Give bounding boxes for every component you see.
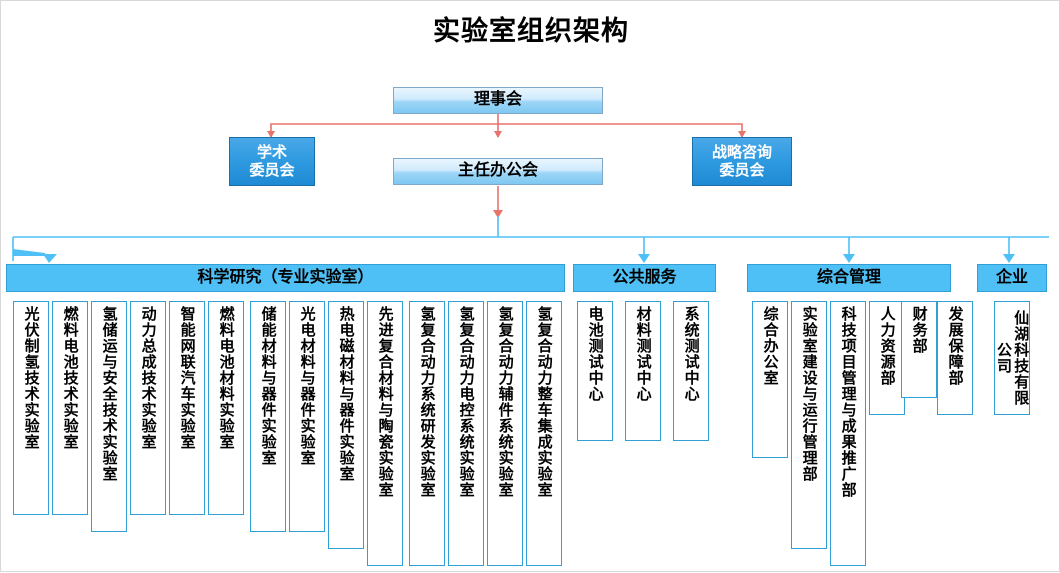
lab-item-label: 燃料电池技术实验室 — [61, 306, 79, 450]
lab-item-label: 先进复合材料与陶瓷实验室 — [376, 306, 394, 498]
public-service-item[interactable]: 电池测试中心 — [577, 301, 613, 441]
enterprise-item-label: 仙湖科技有限公司 — [995, 310, 1030, 406]
lab-item[interactable]: 光伏制氢技术实验室 — [13, 301, 49, 515]
section-header-enterprise-label: 企业 — [995, 268, 1028, 286]
lab-item-label: 燃料电池材料实验室 — [217, 306, 235, 450]
lab-item[interactable]: 氢复合动力整车集成实验室 — [526, 301, 562, 566]
management-item-label: 发展保障部 — [946, 306, 964, 386]
page-title: 实验室组织架构 — [433, 16, 629, 46]
lab-item[interactable]: 先进复合材料与陶瓷实验室 — [367, 301, 403, 566]
lab-item[interactable]: 燃料电池技术实验室 — [52, 301, 88, 515]
management-item[interactable]: 发展保障部 — [937, 301, 973, 415]
management-item[interactable]: 综合办公室 — [752, 301, 788, 458]
lab-item[interactable]: 动力总成技术实验室 — [130, 301, 166, 515]
lab-item[interactable]: 热电磁材料与器件实验室 — [328, 301, 364, 549]
academic-committee-box[interactable]: 学术 委员会 — [229, 137, 315, 186]
management-item[interactable]: 实验室建设与运行管理部 — [791, 301, 827, 549]
management-item[interactable]: 财务部 — [901, 301, 937, 398]
management-item-label: 财务部 — [910, 306, 928, 354]
lab-item[interactable]: 储能材料与器件实验室 — [250, 301, 286, 532]
lab-item-label: 氢复合动力系统研发实验室 — [418, 306, 436, 498]
section-header-management-label: 综合管理 — [816, 268, 881, 286]
board-box[interactable]: 理事会 — [393, 87, 603, 114]
academic-committee-label-line1: 学术 — [256, 144, 287, 162]
director-office-label: 主任办公会 — [457, 162, 538, 180]
section-header-public-service-label: 公共服务 — [612, 268, 677, 286]
lab-item-label: 光伏制氢技术实验室 — [22, 306, 40, 450]
lab-item[interactable]: 氢复合动力辅件系统实验室 — [487, 301, 523, 566]
strategy-committee-label-line2: 委员会 — [719, 161, 765, 179]
lab-item-label: 氢复合动力电控系统实验室 — [457, 306, 475, 498]
director-office-box[interactable]: 主任办公会 — [393, 158, 603, 185]
section-header-management[interactable]: 综合管理 — [747, 264, 951, 292]
lab-item[interactable]: 光电材料与器件实验室 — [289, 301, 325, 532]
public-service-item[interactable]: 材料测试中心 — [625, 301, 661, 441]
strategy-committee-box[interactable]: 战略咨询 委员会 — [692, 137, 792, 186]
section-header-enterprise[interactable]: 企业 — [977, 264, 1047, 292]
management-item-label: 实验室建设与运行管理部 — [800, 306, 818, 482]
management-item[interactable]: 科技项目管理与成果推广部 — [830, 301, 866, 566]
management-item-label: 综合办公室 — [761, 306, 779, 386]
management-item-label: 科技项目管理与成果推广部 — [839, 306, 857, 498]
lab-item-label: 动力总成技术实验室 — [139, 306, 157, 450]
management-item[interactable]: 人力资源部 — [869, 301, 905, 415]
lab-item[interactable]: 氢复合动力电控系统实验室 — [448, 301, 484, 566]
strategy-committee-label-line1: 战略咨询 — [711, 144, 772, 162]
public-service-item-label: 材料测试中心 — [634, 306, 652, 402]
management-item-label: 人力资源部 — [878, 306, 896, 386]
public-service-item[interactable]: 系统测试中心 — [673, 301, 709, 441]
academic-committee-label-line2: 委员会 — [249, 161, 295, 179]
lab-item-label: 氢复合动力辅件系统实验室 — [496, 306, 514, 498]
section-header-research-label: 科学研究（专业实验室） — [197, 268, 374, 286]
lab-item[interactable]: 智能网联汽车实验室 — [169, 301, 205, 515]
lab-item[interactable]: 燃料电池材料实验室 — [208, 301, 244, 515]
lab-item-label: 氢储运与安全技术实验室 — [100, 306, 118, 482]
lab-item-label: 热电磁材料与器件实验室 — [337, 306, 355, 482]
lab-item-label: 储能材料与器件实验室 — [259, 306, 277, 466]
lab-item[interactable]: 氢储运与安全技术实验室 — [91, 301, 127, 532]
public-service-item-label: 系统测试中心 — [682, 306, 700, 402]
lab-item[interactable]: 氢复合动力系统研发实验室 — [409, 301, 445, 566]
section-header-public-service[interactable]: 公共服务 — [573, 264, 716, 292]
board-label: 理事会 — [473, 91, 522, 109]
lab-item-label: 氢复合动力整车集成实验室 — [535, 306, 553, 498]
lab-item-label: 智能网联汽车实验室 — [178, 306, 196, 450]
section-header-research[interactable]: 科学研究（专业实验室） — [6, 264, 565, 292]
enterprise-item[interactable]: 仙湖科技有限公司 — [994, 301, 1030, 415]
public-service-item-label: 电池测试中心 — [586, 306, 604, 402]
lab-item-label: 光电材料与器件实验室 — [298, 306, 316, 466]
